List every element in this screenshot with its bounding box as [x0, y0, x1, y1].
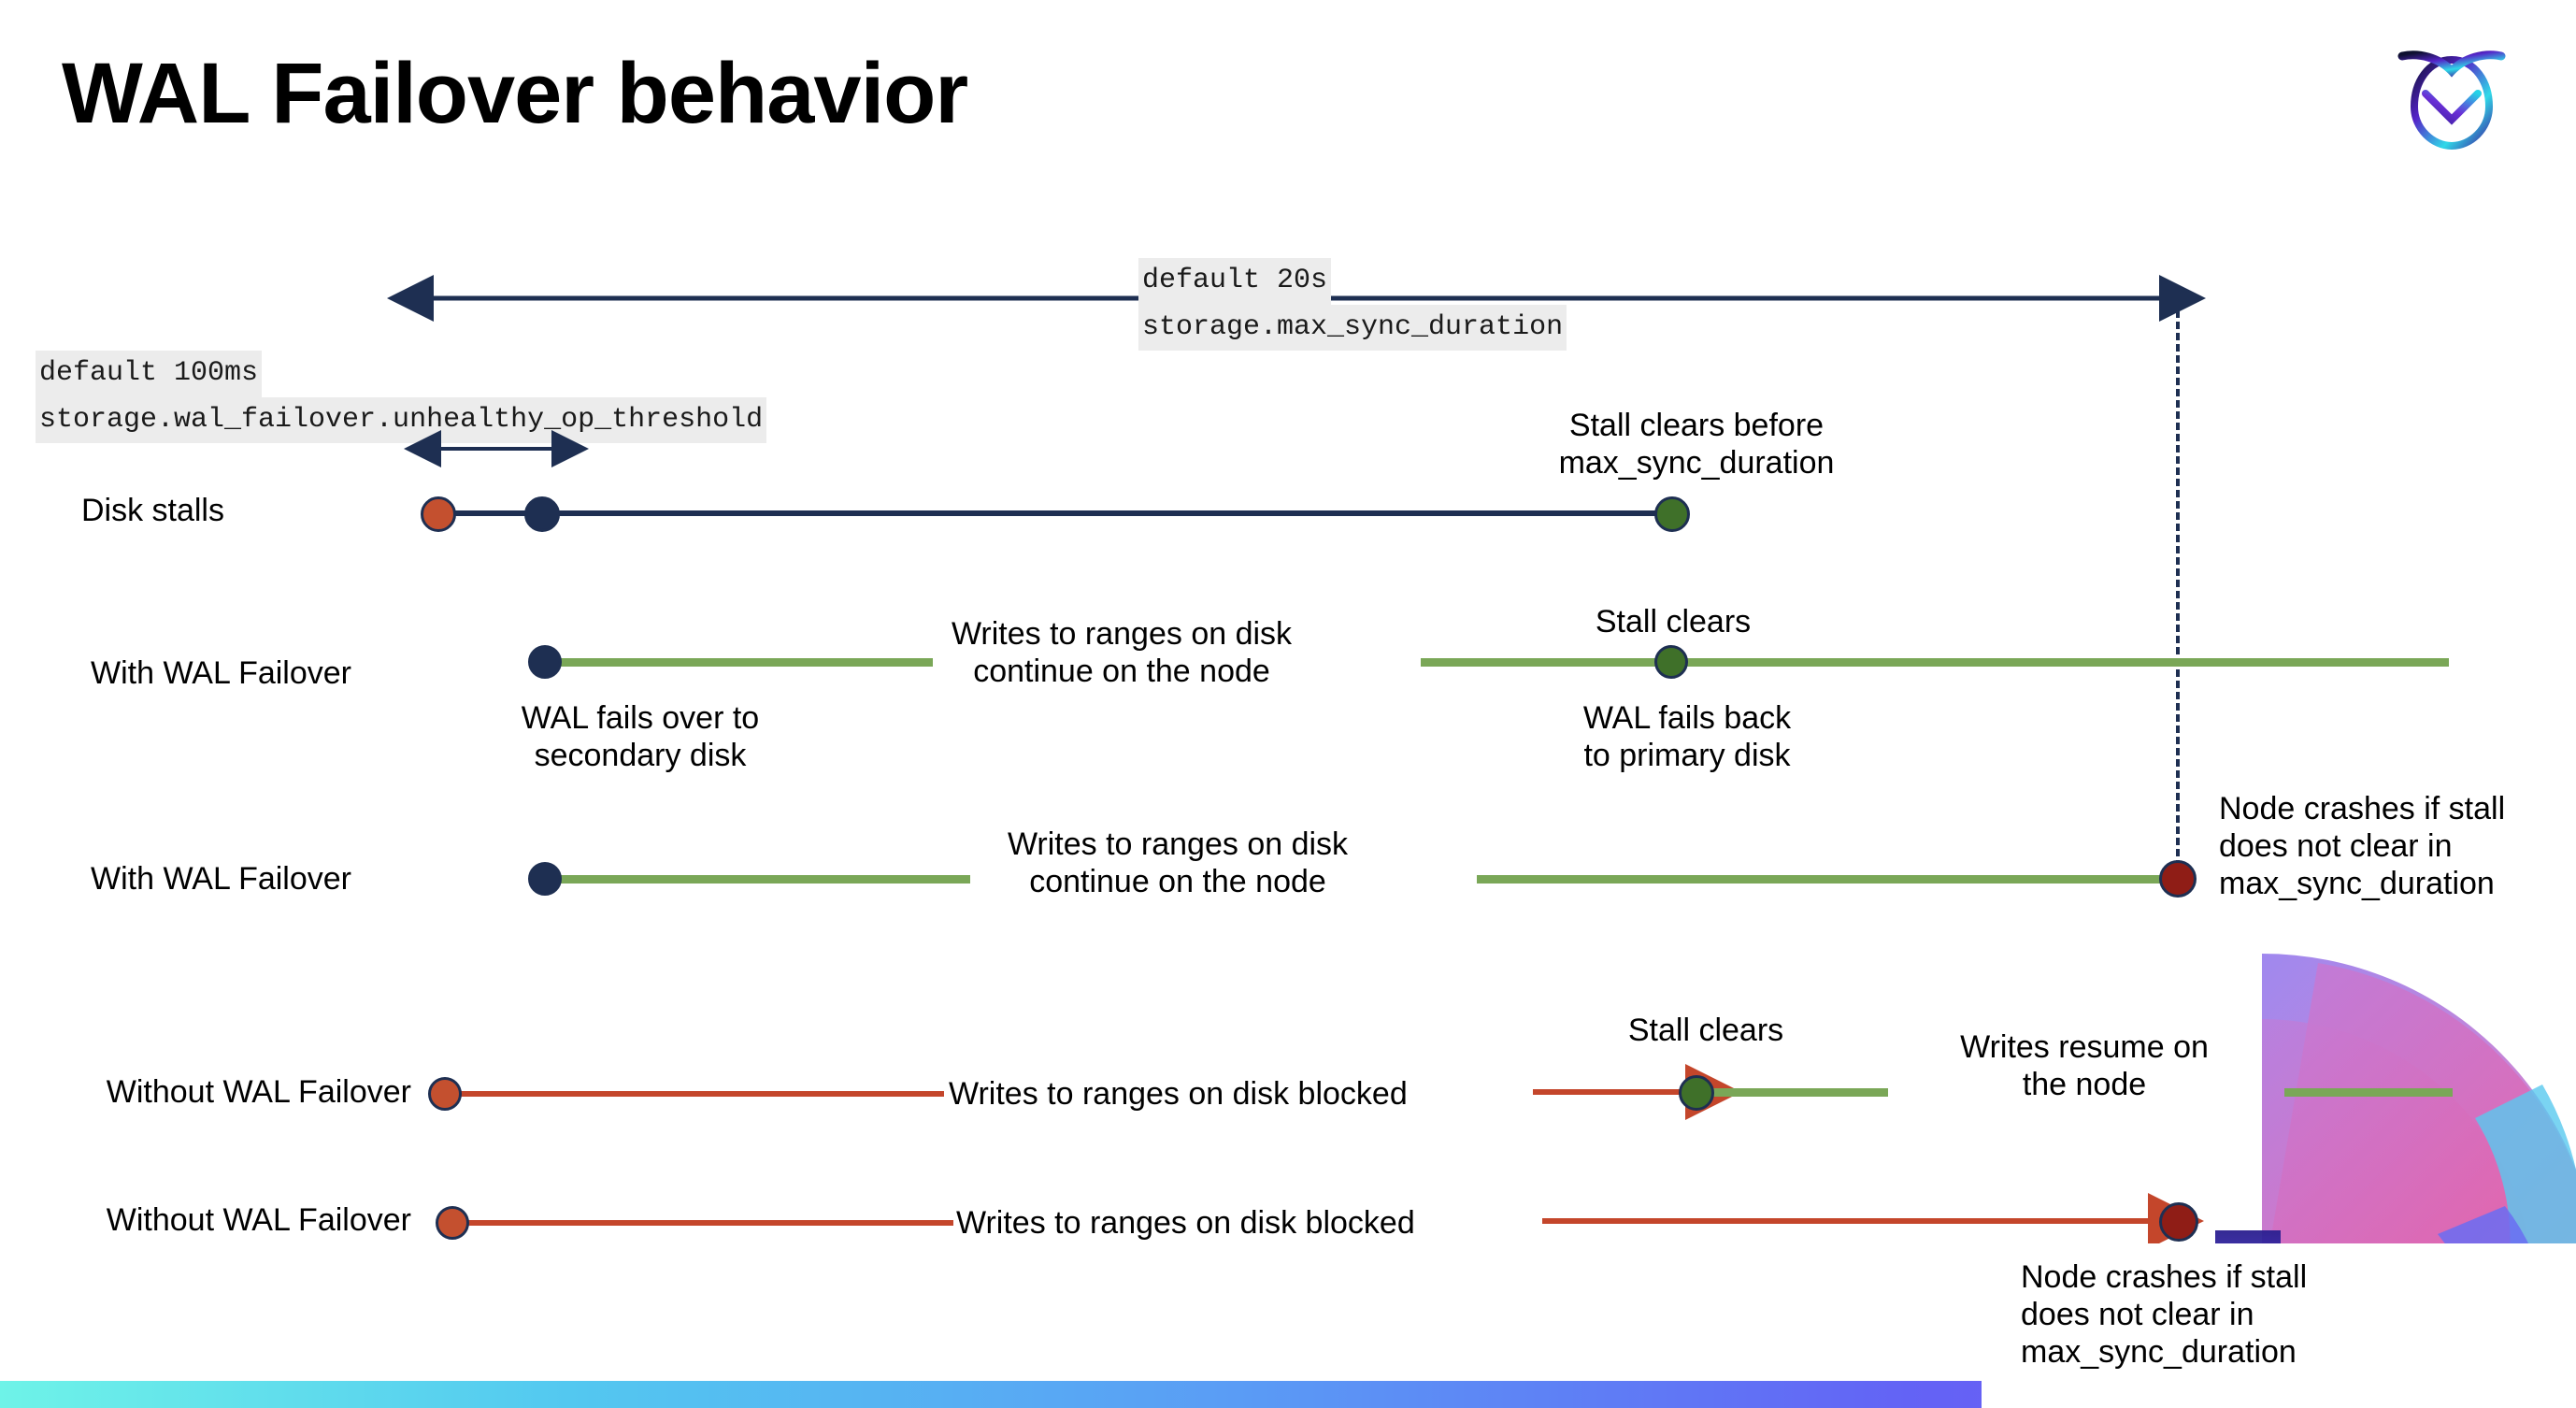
row-label-disk-stalls: Disk stalls: [80, 493, 224, 528]
wal-failover-start-dot: [528, 645, 562, 679]
note-stall-clears-1: Stall clears: [1595, 604, 1752, 639]
wal-failover-crash-line-right: [1477, 875, 2178, 884]
blocked-writes-arrow-2: [1542, 1193, 2204, 1249]
disk-stall-timeline-line: [439, 510, 1682, 516]
writes-resume-line-1b: [2284, 1088, 2453, 1097]
unhealthy-op-default-label: default 100ms: [36, 351, 263, 397]
note-writes-continue-1: Writes to ranges on disk continue on the…: [951, 616, 1293, 690]
note-writes-blocked-1: Writes to ranges on disk blocked: [949, 1076, 1408, 1112]
note-writes-blocked-2: Writes to ranges on disk blocked: [956, 1205, 1415, 1241]
note-stall-clears-2: Stall clears: [1627, 1013, 1784, 1048]
stall-start-dot: [421, 496, 456, 532]
unhealthy-op-setting-label: storage.wal_failover.unhealthy_op_thresh…: [36, 396, 767, 444]
note-wal-fails-over: WAL fails over to secondary disk: [521, 700, 760, 774]
node-crash-dot-2: [2159, 1202, 2198, 1242]
row-label-without-wal-failover-1: Without WAL Failover: [106, 1074, 411, 1110]
stall-start-dot-nofailover-1: [428, 1077, 462, 1111]
page-title: WAL Failover behavior: [62, 46, 968, 141]
note-node-crashes-2: Node crashes if stall does not clear in …: [2021, 1259, 2308, 1371]
note-writes-resume: Writes resume on the node: [1960, 1029, 2209, 1103]
row-label-without-wal-failover-2: Without WAL Failover: [106, 1202, 411, 1238]
blocked-writes-line-2a: [467, 1220, 953, 1226]
note-writes-continue-2: Writes to ranges on disk continue on the…: [1007, 826, 1349, 900]
blocked-writes-arrow-1: [1533, 1064, 1741, 1120]
max-sync-duration-annotation: default 20s storage.max_sync_duration: [1138, 258, 1567, 352]
row-label-with-wal-failover-1: With WAL Failover: [91, 655, 351, 691]
note-node-crashes-1: Node crashes if stall does not clear in …: [2219, 791, 2506, 902]
note-wal-fails-back: WAL fails back to primary disk: [1582, 700, 1792, 774]
cockroachdb-logo-icon: [2382, 26, 2522, 166]
stall-clear-dot-nofailover-1: [1679, 1075, 1714, 1111]
wal-failover-crash-line-left: [540, 875, 970, 884]
node-crash-dot-1: [2159, 860, 2197, 898]
unhealthy-op-threshold-annotation: default 100ms storage.wal_failover.unhea…: [36, 351, 767, 444]
unhealthy-op-threshold-span-arrow: [404, 430, 589, 467]
node-crash-callout: Node crashes if stall does not clear in …: [1982, 1243, 2576, 1408]
writes-resume-line-1a: [1710, 1088, 1888, 1097]
stall-clear-dot: [1654, 496, 1690, 532]
wal-failover-crash-start-dot: [528, 862, 562, 896]
stall-start-dot-nofailover-2: [436, 1206, 469, 1240]
wal-failover-green-line-right: [1421, 658, 2449, 667]
max-sync-duration-guide-line: [2176, 299, 2180, 879]
wal-failover-green-line-left: [540, 658, 933, 667]
note-stall-clears-before-max-sync: Stall clears before max_sync_duration: [1558, 408, 1835, 481]
max-sync-default-label: default 20s: [1138, 258, 1332, 305]
max-sync-setting-label: storage.max_sync_duration: [1138, 304, 1567, 352]
row-label-with-wal-failover-2: With WAL Failover: [91, 861, 351, 897]
wal-fail-back-dot: [1654, 645, 1688, 679]
unhealthy-threshold-dot: [524, 496, 560, 532]
blocked-writes-line-1a: [458, 1091, 944, 1097]
